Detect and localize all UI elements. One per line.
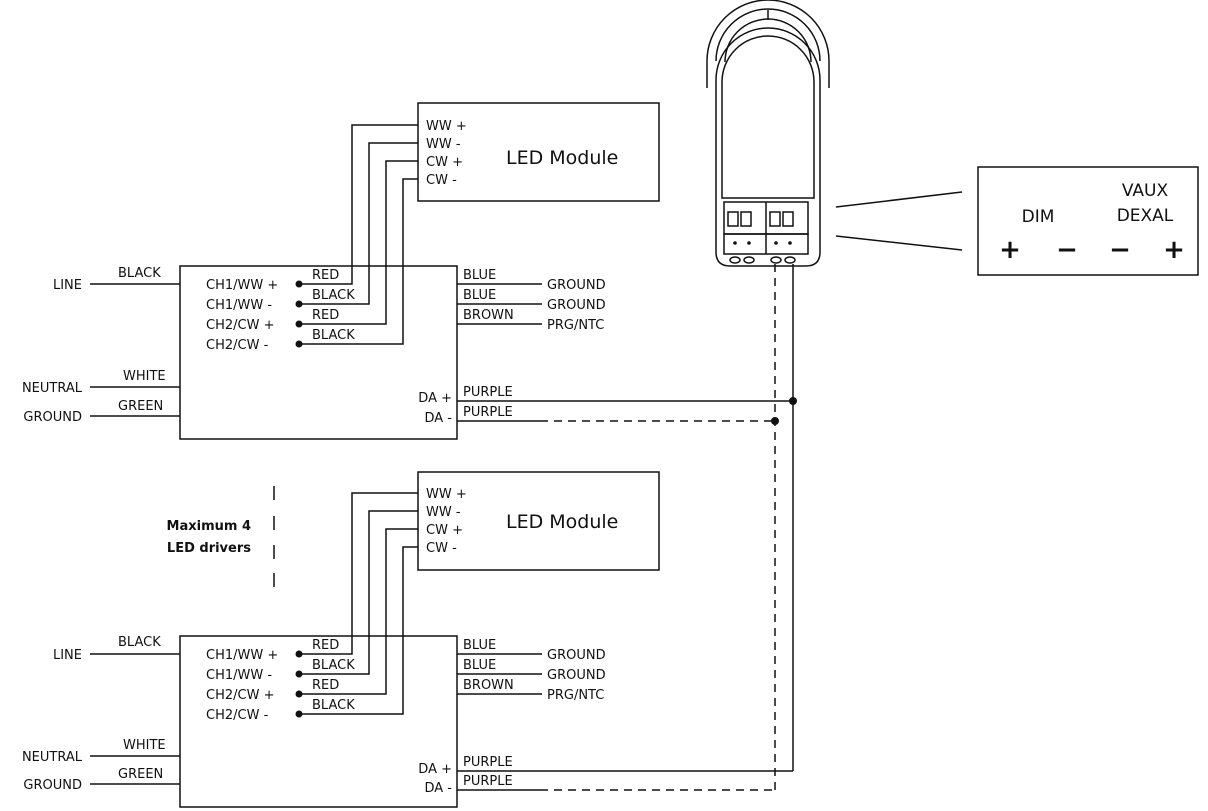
dali-terminal-plus: DA +	[418, 762, 452, 777]
input-wire-black: BLACK	[118, 266, 161, 281]
aux-terminal-prg-ntc: PRG/NTC	[547, 688, 604, 703]
led-module-box	[417, 102, 660, 202]
wire-cw-plus	[299, 160, 418, 325]
dali-control-device	[706, 0, 830, 267]
channel-wire-black-2: BLACK	[312, 698, 355, 713]
dali-terminal-minus: DA -	[425, 781, 453, 796]
aux-wire-blue-1: BLUE	[463, 268, 496, 283]
module-terminal-ww-minus: WW -	[426, 137, 461, 152]
module-terminal-cw-minus: CW -	[426, 173, 457, 188]
led-module-box	[417, 471, 660, 571]
channel-terminal-ch1-plus: CH1/WW +	[206, 648, 278, 663]
input-wire-green: GREEN	[118, 767, 163, 782]
controller-dim-label: DIM	[1022, 207, 1055, 227]
channel-wire-red-1: RED	[312, 638, 339, 653]
dali-wire-purple-plus: PURPLE	[463, 755, 513, 770]
dali-terminal-plus: DA +	[418, 391, 452, 406]
channel-wire-black-1: BLACK	[312, 288, 355, 303]
led-driver-box	[179, 265, 458, 440]
aux-terminal-ground-1: GROUND	[547, 648, 606, 663]
controller-symbol-4: +	[1163, 235, 1185, 265]
module-terminal-ww-plus: WW +	[426, 119, 467, 134]
note-line-1: Maximum 4	[167, 519, 251, 534]
wire-ww-minus	[299, 142, 418, 305]
aux-wire-blue-2: BLUE	[463, 288, 496, 303]
input-terminal-ground: GROUND	[23, 410, 82, 425]
aux-wire-blue-2: BLUE	[463, 658, 496, 673]
module-terminal-cw-plus: CW +	[426, 155, 463, 170]
dali-wire-purple-plus: PURPLE	[463, 385, 513, 400]
dali-terminal-minus: DA -	[425, 411, 453, 426]
input-terminal-line: LINE	[53, 278, 82, 293]
channel-terminal-ch1-minus: CH1/WW -	[206, 298, 272, 313]
dali-wire-purple-minus: PURPLE	[463, 774, 513, 789]
aux-wire-blue-1: BLUE	[463, 638, 496, 653]
controller-brand-line-2: DEXAL	[1117, 206, 1174, 226]
channel-terminal-ch2-minus: CH2/CW -	[206, 338, 269, 353]
controller-symbol-3: −	[1109, 235, 1131, 265]
input-wire-black: BLACK	[118, 635, 161, 650]
note-line-2: LED drivers	[167, 541, 251, 556]
channel-wire-black-2: BLACK	[312, 328, 355, 343]
led-driver-box	[179, 635, 458, 808]
channel-terminal-ch1-minus: CH1/WW -	[206, 668, 272, 683]
channel-terminal-ch2-plus: CH2/CW +	[206, 688, 274, 703]
input-wire-white: WHITE	[123, 369, 166, 384]
input-wire-white: WHITE	[123, 738, 166, 753]
led-module-title: LED Module	[506, 147, 618, 169]
channel-terminal-ch2-minus: CH2/CW -	[206, 708, 269, 723]
controller-brand-line-1: VAUX	[1122, 181, 1169, 201]
module-terminal-ww-minus: WW -	[426, 505, 461, 520]
input-terminal-neutral: NEUTRAL	[22, 750, 83, 765]
max-drivers-note: Maximum 4 LED drivers	[167, 486, 275, 587]
controller-symbol-1: +	[999, 235, 1021, 265]
controller-label-box: DIM VAUX DEXAL + − − +	[835, 166, 1199, 276]
channel-terminal-ch1-plus: CH1/WW +	[206, 278, 278, 293]
input-terminal-ground: GROUND	[23, 778, 82, 793]
channel-wire-red-2: RED	[312, 678, 339, 693]
channel-wire-red-2: RED	[312, 308, 339, 323]
aux-wire-brown: BROWN	[463, 678, 514, 693]
aux-wire-brown: BROWN	[463, 308, 514, 323]
dali-wire-purple-minus: PURPLE	[463, 405, 513, 420]
channel-wire-red-1: RED	[312, 268, 339, 283]
controller-symbol-2: −	[1056, 235, 1078, 265]
module-terminal-cw-plus: CW +	[426, 523, 463, 538]
channel-terminal-ch2-plus: CH2/CW +	[206, 318, 274, 333]
aux-terminal-ground-2: GROUND	[547, 298, 606, 313]
input-terminal-neutral: NEUTRAL	[22, 381, 83, 396]
input-wire-green: GREEN	[118, 399, 163, 414]
wire-cw-minus	[299, 178, 418, 345]
wire-ww-plus	[299, 124, 418, 285]
dali-bus	[774, 264, 794, 790]
channel-wire-black-1: BLACK	[312, 658, 355, 673]
aux-terminal-prg-ntc: PRG/NTC	[547, 318, 604, 333]
led-module-title: LED Module	[506, 511, 618, 533]
wiring-unit-2: LED Module WW + WW - CW + CW - LINE NEUT…	[22, 471, 793, 808]
module-terminal-cw-minus: CW -	[426, 541, 457, 556]
wiring-unit-1: LED Module WW + WW - CW + CW - LINE NEUT…	[22, 102, 797, 440]
module-terminal-ww-plus: WW +	[426, 487, 467, 502]
aux-terminal-ground-1: GROUND	[547, 278, 606, 293]
aux-terminal-ground-2: GROUND	[547, 668, 606, 683]
input-terminal-line: LINE	[53, 648, 82, 663]
